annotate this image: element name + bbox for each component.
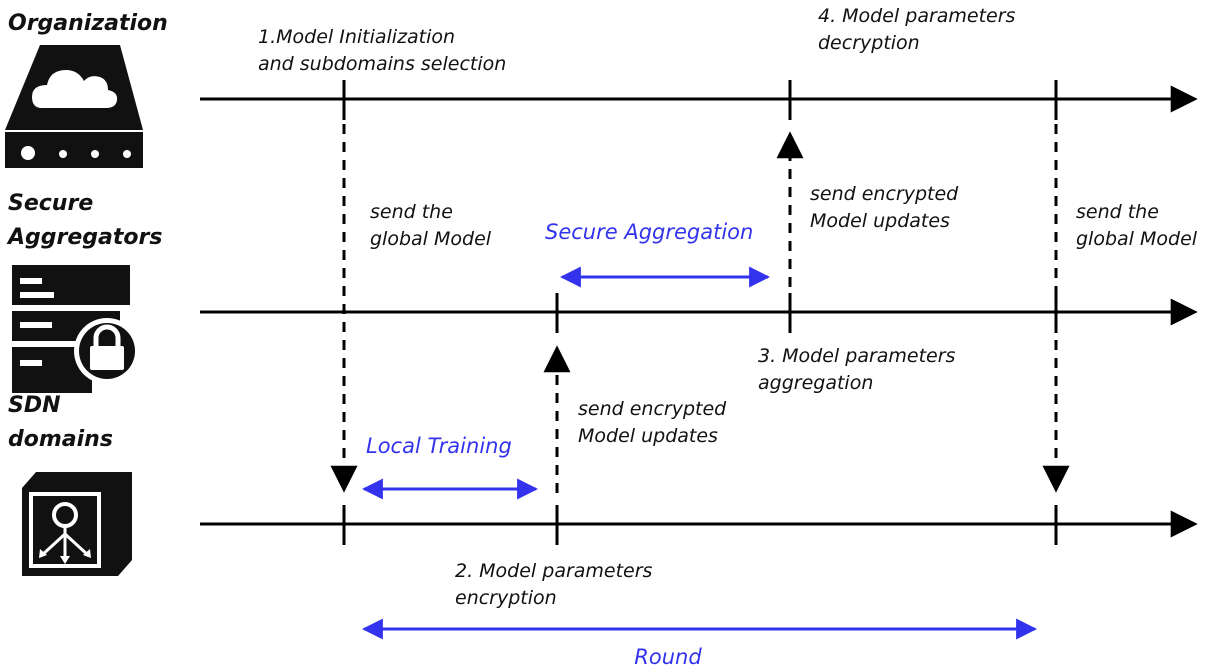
timeline-ticks [342, 80, 1058, 545]
step1-label-line1: 1.Model Initialization [258, 26, 455, 48]
step4-label-line2: decryption [818, 32, 920, 54]
send-global-2-line1: send the [1076, 201, 1159, 223]
step2-label-line2: encryption [455, 587, 557, 609]
actor-label-secure-line2: Aggregators [6, 225, 162, 250]
send-encrypted-sdn-line1: send encrypted [578, 398, 727, 420]
step3-label-line1: 3. Model parameters [758, 345, 956, 367]
actor-label-organization: Organization [8, 11, 168, 36]
step4-label-line1: 4. Model parameters [818, 5, 1016, 27]
send-encrypted-agg-line1: send encrypted [810, 183, 959, 205]
send-global-1-line1: send the [370, 201, 453, 223]
local-training-label: Local Training [366, 434, 512, 458]
send-encrypted-agg-line2: Model updates [810, 210, 950, 232]
send-encrypted-sdn-line2: Model updates [578, 425, 718, 447]
step2-label-line1: 2. Model parameters [455, 560, 653, 582]
send-global-1-line2: global Model [370, 228, 492, 250]
server-cloud-icon [5, 45, 143, 168]
round-label: Round [634, 645, 702, 669]
actor-label-secure-line1: Secure [8, 191, 93, 216]
step3-label-line2: aggregation [758, 372, 873, 394]
actor-label-sdn-line1: SDN [8, 393, 61, 418]
server-lock-icon [12, 265, 140, 393]
send-global-2-line2: global Model [1076, 228, 1198, 250]
secure-aggregation-label: Secure Aggregation [545, 220, 753, 244]
sdn-switch-icon [22, 472, 132, 576]
actor-label-sdn-line2: domains [8, 427, 113, 452]
step1-label-line2: and subdomains selection [258, 53, 506, 75]
